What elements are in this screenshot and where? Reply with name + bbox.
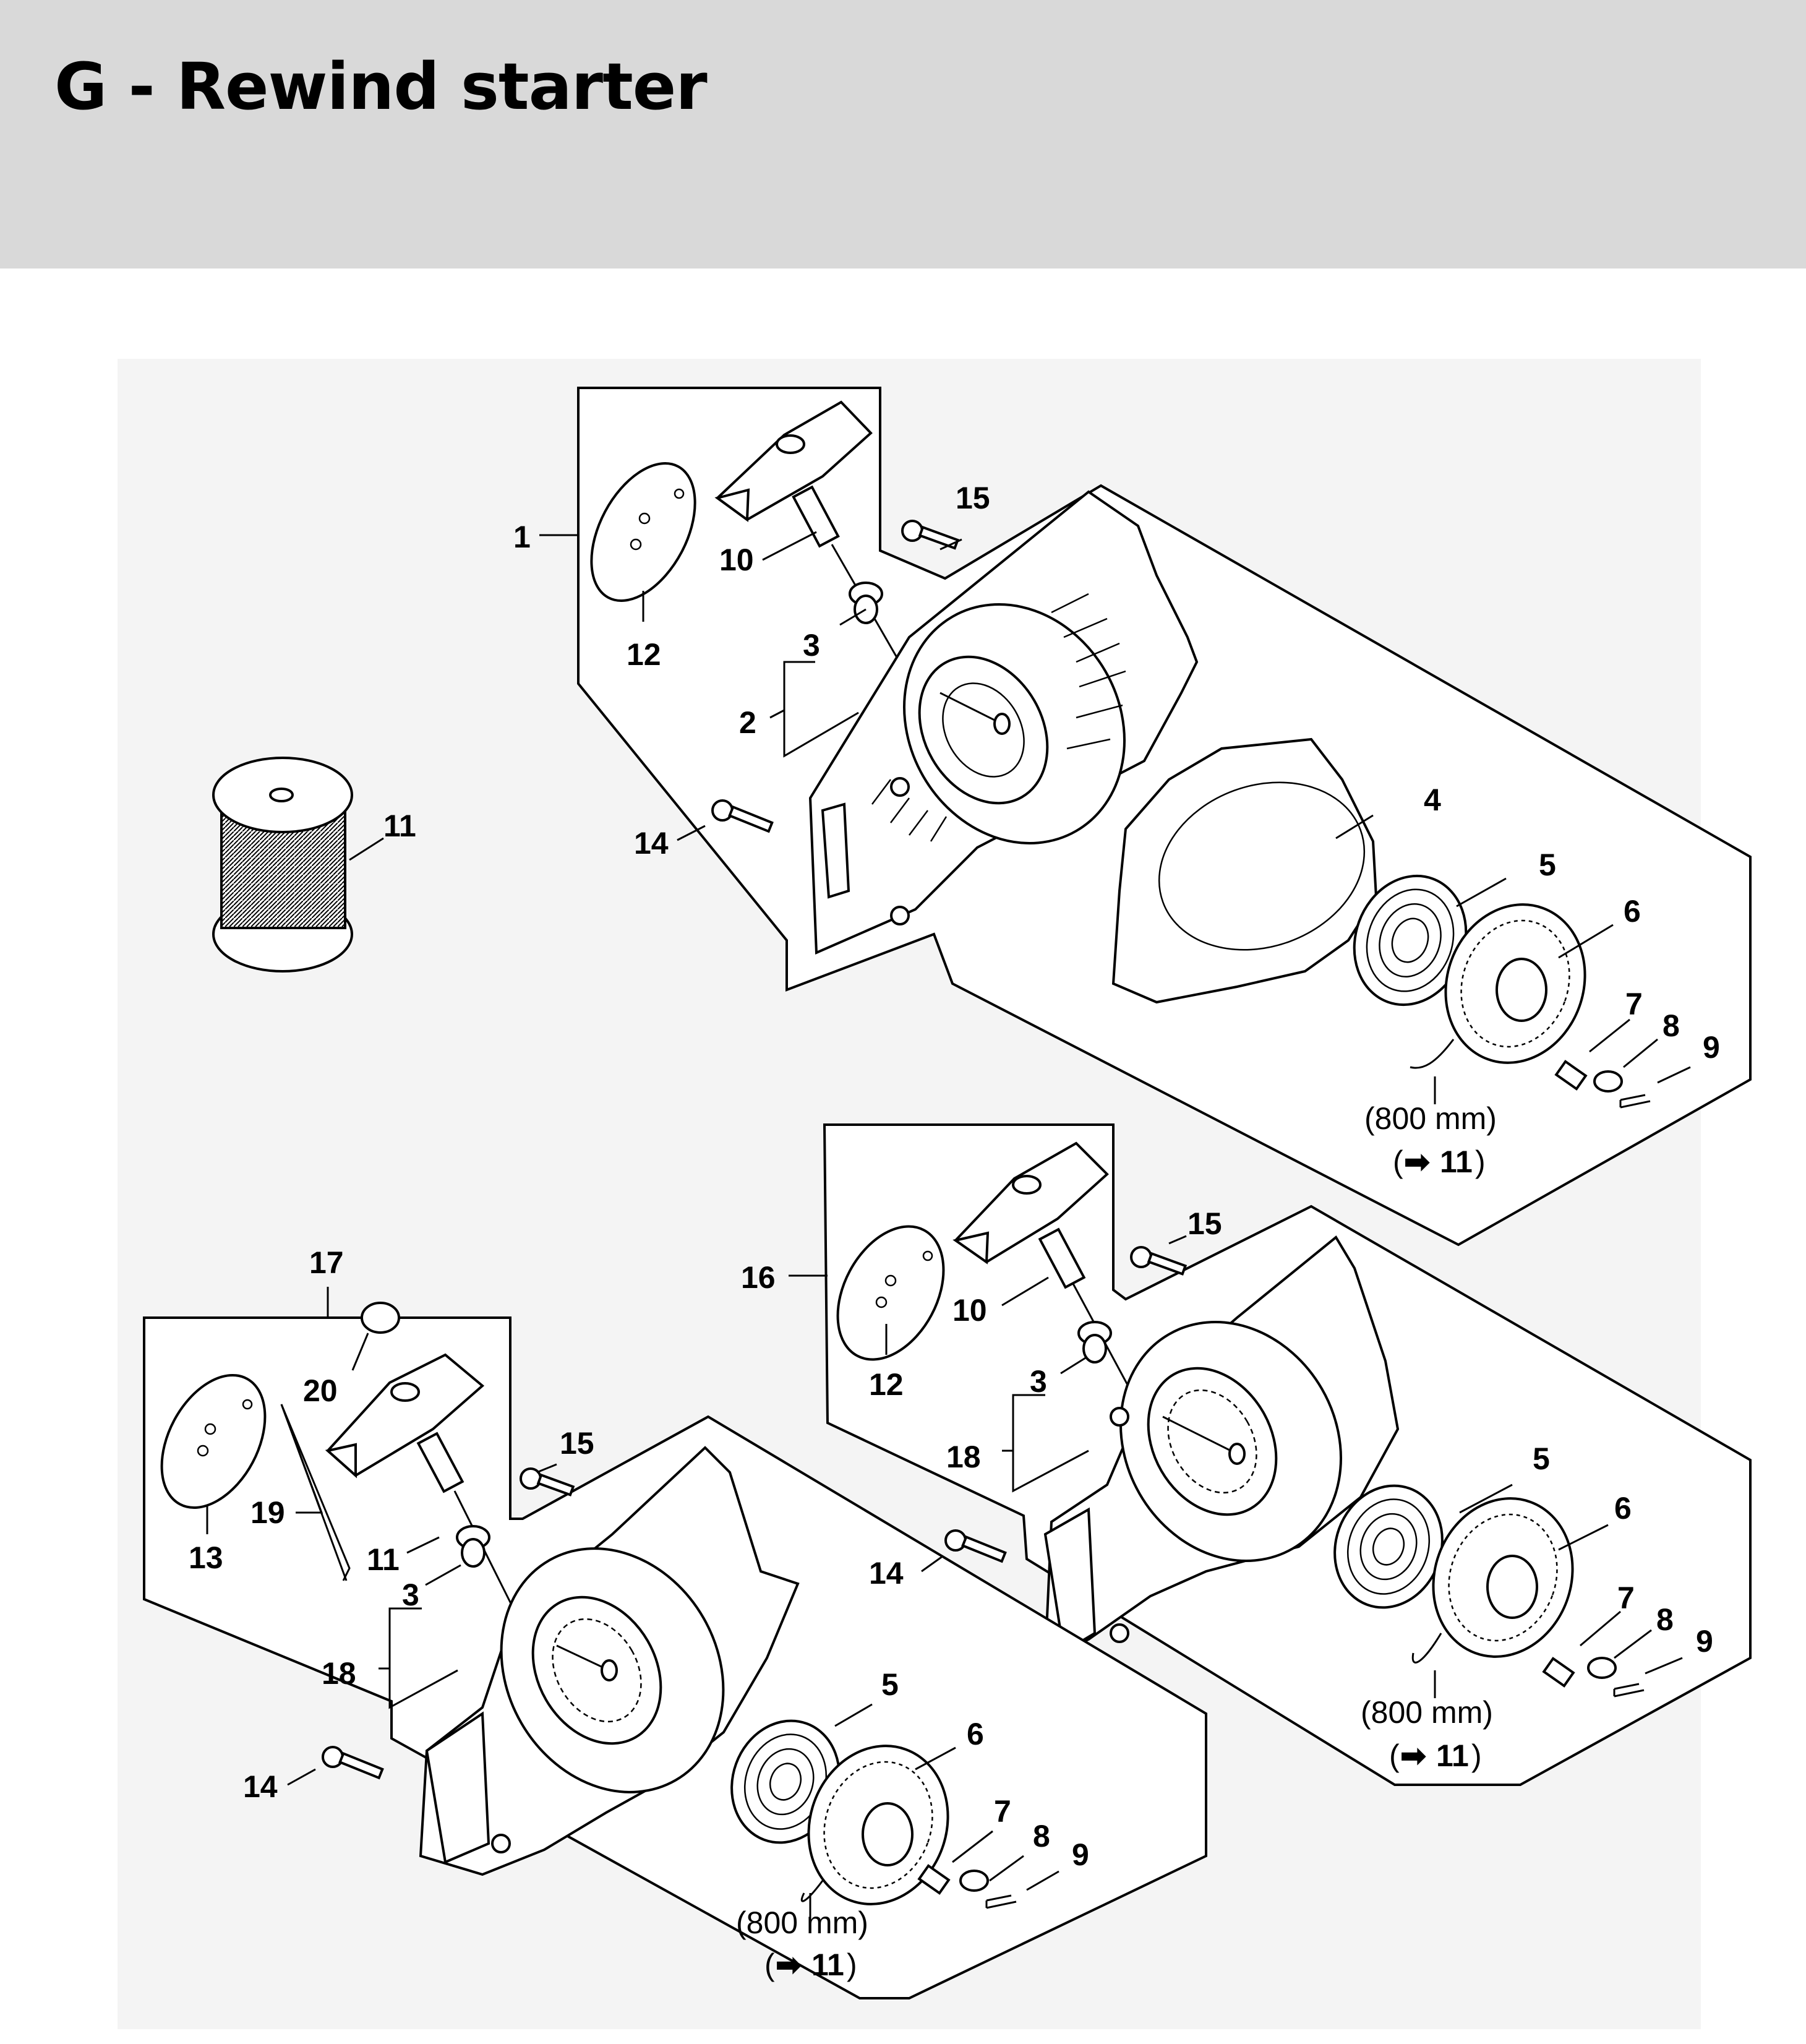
callout-3: 3 bbox=[803, 628, 820, 663]
fan-housing bbox=[419, 1446, 800, 1876]
callout-15: 15 bbox=[956, 481, 990, 515]
callout-9: 9 bbox=[1703, 1030, 1720, 1065]
rope-rotor bbox=[1410, 903, 1586, 1069]
callout-7: 7 bbox=[994, 1794, 1011, 1829]
rope-length-note: (800 mm) bbox=[1364, 1101, 1497, 1136]
callout-5: 5 bbox=[881, 1667, 899, 1702]
rope-ref-arrow: ➡ bbox=[1400, 1738, 1426, 1773]
pawl-parts bbox=[1554, 1060, 1651, 1109]
rope-length-note: (800 mm) bbox=[736, 1905, 868, 1940]
screw-14 bbox=[711, 799, 774, 833]
callout-17: 17 bbox=[309, 1245, 344, 1280]
callout-18: 18 bbox=[946, 1440, 981, 1474]
rope-rotor bbox=[800, 1745, 949, 1905]
rope-rotor bbox=[1411, 1497, 1574, 1664]
screw-15 bbox=[520, 1467, 575, 1496]
callout-8: 8 bbox=[1663, 1008, 1680, 1043]
rope-length-note: (800 mm) bbox=[1361, 1695, 1493, 1730]
callout-8: 8 bbox=[1033, 1819, 1050, 1853]
callout-8: 8 bbox=[1656, 1602, 1674, 1637]
cover-plate bbox=[160, 1373, 267, 1509]
callout-18: 18 bbox=[322, 1656, 356, 1691]
screw-14 bbox=[322, 1746, 384, 1780]
assembly-17 bbox=[143, 1302, 1207, 1999]
rope-ref-paren-open: ( bbox=[1393, 1144, 1403, 1179]
callout-9: 9 bbox=[1072, 1837, 1089, 1872]
screw-14 bbox=[944, 1529, 1007, 1563]
callout-10: 10 bbox=[952, 1293, 987, 1328]
callout-5: 5 bbox=[1539, 848, 1556, 882]
rewind-spring bbox=[1353, 874, 1468, 1007]
rope-ref-paren-close: ) bbox=[847, 1947, 857, 1982]
header-band bbox=[0, 0, 1806, 268]
callout-20: 20 bbox=[303, 1373, 338, 1408]
callout-12: 12 bbox=[869, 1367, 904, 1402]
assembly-16 bbox=[823, 1123, 1752, 1786]
rope-ref-paren-close: ) bbox=[1475, 1144, 1486, 1179]
callout-6: 6 bbox=[967, 1717, 984, 1751]
callout-6: 6 bbox=[1614, 1491, 1632, 1526]
callout-7: 7 bbox=[1625, 987, 1643, 1021]
grip-cap bbox=[361, 1302, 400, 1334]
callout-4: 4 bbox=[1424, 783, 1441, 817]
callout-19: 19 bbox=[250, 1495, 285, 1530]
callout-14: 14 bbox=[869, 1556, 904, 1591]
screw-15 bbox=[1130, 1246, 1188, 1276]
callout-labels: 1 12 10 15 3 2 14 4 5 6 7 8 9 (800 mm) (… bbox=[189, 481, 1720, 1982]
rope-ref-paren-open: ( bbox=[1389, 1738, 1400, 1773]
callout-1: 1 bbox=[513, 520, 531, 554]
rope-ref-paren-close: ) bbox=[1471, 1738, 1482, 1773]
callout-15: 15 bbox=[560, 1426, 594, 1461]
fan-housing bbox=[808, 490, 1199, 955]
callout-15: 15 bbox=[1188, 1206, 1222, 1241]
callout-12: 12 bbox=[627, 637, 661, 672]
callout-16: 16 bbox=[741, 1260, 776, 1295]
assembly-1 bbox=[577, 387, 1752, 1247]
callout-9: 9 bbox=[1696, 1624, 1713, 1659]
cover-plate bbox=[836, 1225, 945, 1361]
rope-ref-number: 11 bbox=[1440, 1144, 1473, 1179]
screw-15 bbox=[901, 520, 959, 550]
callout-7: 7 bbox=[1617, 1581, 1635, 1615]
fan-housing bbox=[1043, 1235, 1400, 1660]
rope-spool bbox=[212, 757, 353, 973]
rope-ref-arrow: ➡ bbox=[776, 1947, 802, 1982]
leader-lines bbox=[206, 531, 1691, 1921]
callout-11: 11 bbox=[383, 809, 416, 843]
pawl-parts bbox=[917, 1864, 1017, 1909]
callout-3: 3 bbox=[402, 1578, 419, 1612]
rope-ref-number: 11 bbox=[811, 1947, 844, 1982]
rope-ref-number: 11 bbox=[1436, 1738, 1469, 1773]
callout-10: 10 bbox=[719, 543, 754, 577]
pawl-parts bbox=[1542, 1657, 1645, 1698]
rope-ref-arrow: ➡ bbox=[1404, 1144, 1430, 1179]
callout-13: 13 bbox=[189, 1540, 223, 1575]
callout-14: 14 bbox=[243, 1769, 278, 1804]
callout-2: 2 bbox=[739, 705, 756, 740]
callout-11: 11 bbox=[367, 1542, 400, 1577]
starter-grip bbox=[714, 400, 904, 669]
cover-plate bbox=[590, 462, 696, 602]
starter-grip bbox=[325, 1353, 515, 1609]
callout-14: 14 bbox=[634, 826, 669, 861]
callout-3: 3 bbox=[1030, 1364, 1047, 1399]
page-title: G - Rewind starter bbox=[54, 49, 708, 124]
rope-ref-paren-open: ( bbox=[764, 1947, 775, 1982]
callout-5: 5 bbox=[1533, 1441, 1550, 1476]
callout-6: 6 bbox=[1624, 894, 1641, 929]
